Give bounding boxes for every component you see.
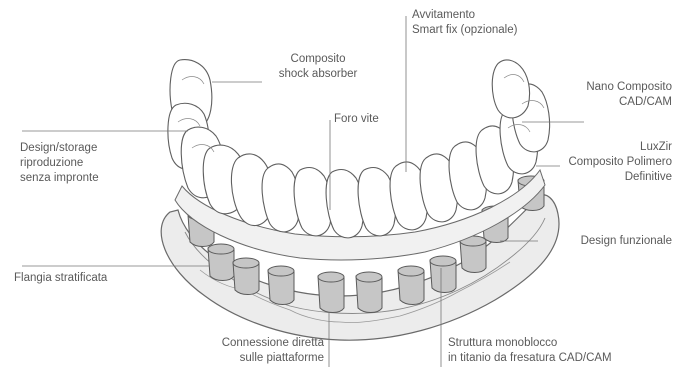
label-composito: Composito shock absorber: [268, 52, 368, 82]
label-luxzir-line-1: LuxZir: [556, 140, 672, 155]
label-luxzir: LuxZir Composito Polimero Definitive: [556, 140, 672, 185]
label-luxzir-line-2: Composito Polimero: [556, 155, 672, 170]
label-nano-composito: Nano Composito CAD/CAM: [556, 80, 672, 110]
post-4-top: [268, 266, 294, 276]
label-composito-line-1: Composito: [268, 52, 368, 67]
label-flangia-text: Flangia stratificata: [14, 271, 107, 286]
post-2-top: [208, 244, 234, 254]
label-nano-composito-line-1: Nano Composito: [556, 80, 672, 95]
label-avvitamento-line-1: Avvitamento: [412, 8, 517, 23]
post-5-top: [318, 272, 344, 282]
incisor-center-1: [326, 170, 364, 238]
label-luxzir-line-3: Definitive: [556, 170, 672, 185]
label-foro-vite: Foro vite: [334, 112, 379, 127]
label-nano-composito-line-2: CAD/CAM: [556, 95, 672, 110]
label-connessione: Connessione diretta sulle piattaforme: [190, 336, 324, 366]
post-6-top: [356, 272, 382, 282]
post-8-top: [430, 256, 456, 266]
label-struttura: Struttura monoblocco in titanio da fresa…: [448, 336, 612, 366]
label-design-storage-line-3: senza impronte: [20, 171, 99, 186]
label-design-storage: Design/storage riproduzione senza impron…: [20, 141, 99, 186]
label-avvitamento-line-2: Smart fix (opzionale): [412, 23, 517, 38]
label-struttura-line-1: Struttura monoblocco: [448, 336, 612, 351]
label-design-storage-line-1: Design/storage: [20, 141, 99, 156]
label-flangia: Flangia stratificata: [14, 271, 107, 286]
label-avvitamento: Avvitamento Smart fix (opzionale): [412, 8, 517, 38]
label-design-storage-line-2: riproduzione: [20, 156, 99, 171]
label-connessione-line-1: Connessione diretta: [190, 336, 324, 351]
post-3-top: [233, 258, 259, 268]
incisor-left-1: [294, 168, 332, 236]
molar-right-2: [492, 60, 529, 118]
label-connessione-line-2: sulle piattaforme: [190, 351, 324, 366]
post-7-top: [398, 266, 424, 276]
label-design-funzionale-text: Design funzionale: [540, 234, 672, 249]
label-composito-line-2: shock absorber: [268, 67, 368, 82]
incisor-center-2: [358, 168, 396, 236]
label-foro-vite-text: Foro vite: [334, 112, 379, 127]
label-struttura-line-2: in titanio da fresatura CAD/CAM: [448, 351, 612, 366]
label-design-funzionale: Design funzionale: [540, 234, 672, 249]
